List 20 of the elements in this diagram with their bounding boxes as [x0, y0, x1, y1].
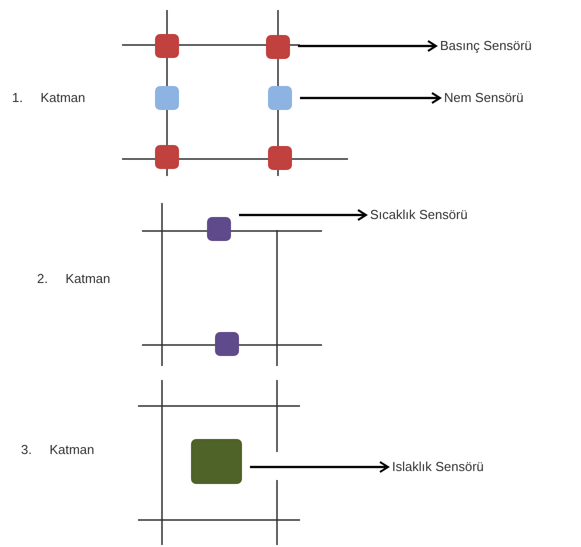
sensor-label: Basınç Sensörü	[440, 37, 532, 55]
sensor-label: Nem Sensörü	[444, 89, 524, 107]
sensor-square	[266, 35, 290, 59]
sensor-square	[207, 217, 231, 241]
sensor-square	[215, 332, 239, 356]
sensor-square	[268, 86, 292, 110]
sensor-label: Sıcaklık Sensörü	[370, 206, 468, 224]
sensor-label: Islaklık Sensörü	[392, 458, 484, 476]
sensor-square	[155, 145, 179, 169]
layer-label: 3. Katman	[21, 441, 94, 459]
sensor-square	[268, 146, 292, 170]
layer-label: 2. Katman	[37, 270, 110, 288]
sensor-square	[191, 439, 242, 484]
arrow	[239, 209, 367, 221]
arrow	[298, 40, 437, 52]
layer-label: 1. Katman	[12, 89, 86, 107]
arrow	[300, 92, 441, 104]
arrow	[250, 461, 389, 473]
sensor-square	[155, 86, 179, 110]
sensor-square	[155, 34, 179, 58]
